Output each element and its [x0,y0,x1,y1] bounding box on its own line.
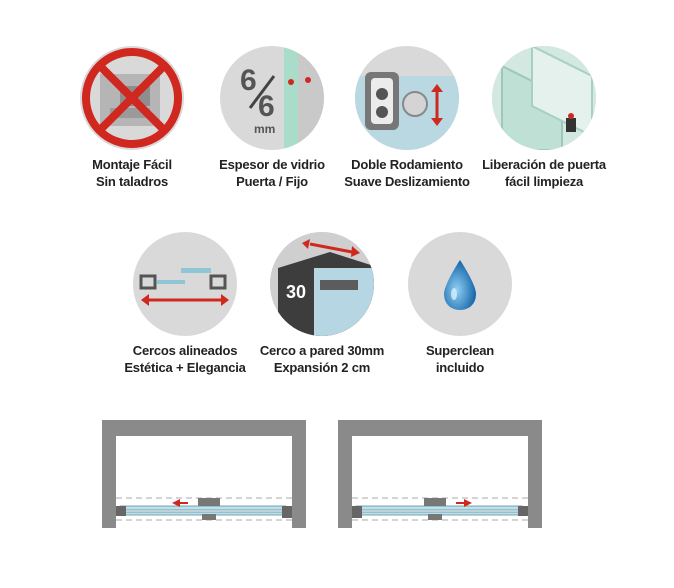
feature-cercos-line1: Cercos alineados [132,343,238,358]
feature-montaje-line2: Sin taladros [95,174,168,189]
water-drop-icon [408,232,512,336]
feature-espesor-line2: Puerta / Fijo [236,174,308,189]
feature-superclean-line2: incluido [435,360,485,375]
no-drill-icon [80,46,184,150]
sliding-diagram-left-opening [102,420,306,535]
sliding-diagram-right-opening [338,420,542,535]
feature-montaje-line1: Montaje Fácil [92,157,172,172]
feature-cercos-line2: Estética + Elegancia [124,360,246,375]
feature-rodamiento-line2: Suave Deslizamiento [344,174,470,189]
double-roller-icon [355,46,459,150]
feature-superclean-line1: Superclean [425,343,495,358]
feature-cerco-pared-line2: Expansión 2 cm [273,360,371,375]
door-release-icon [492,46,596,150]
feature-espesor-line1: Espesor de vidrio [219,157,325,172]
thickness-badge-top: 6 [240,64,257,97]
thickness-badge-bottom: 6 [258,90,275,123]
feature-liberacion-line2: fácil limpieza [504,174,584,189]
feature-rodamiento-line1: Doble Rodamiento [351,157,463,172]
profile-size-badge: 30 [286,282,307,302]
feature-liberacion: Liberación de puerta fácil limpieza [469,46,619,190]
feature-liberacion-line1: Liberación de puerta [482,157,606,172]
feature-superclean: Superclean incluido [385,232,535,376]
thickness-unit: mm [254,122,276,136]
feature-cerco-pared-line1: Cerco a pared 30mm [259,343,385,358]
aligned-frames-icon [133,232,237,336]
glass-thickness-icon: 6 6 mm [220,46,324,150]
wall-profile-icon: 30 [270,232,374,336]
